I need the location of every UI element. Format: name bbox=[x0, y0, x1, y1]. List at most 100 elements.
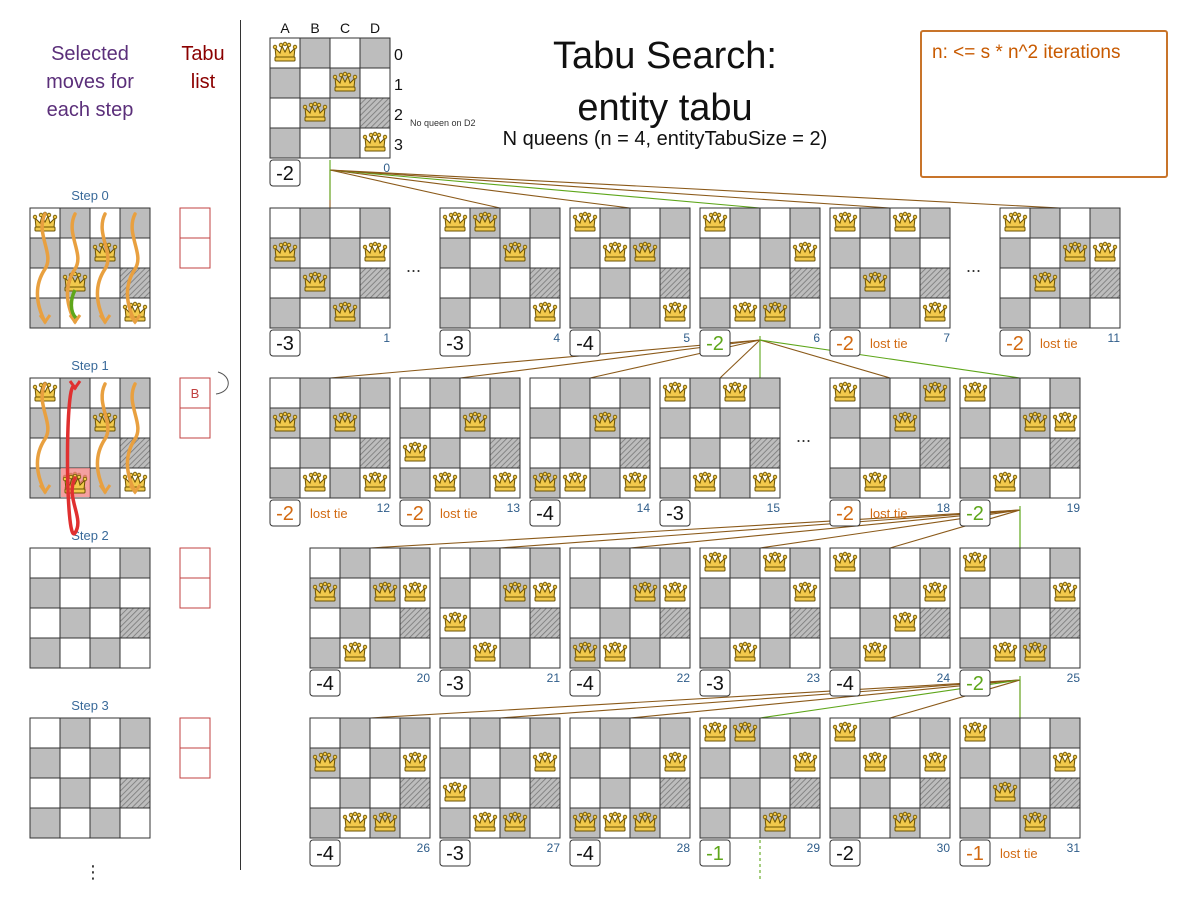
queen-ball bbox=[1072, 241, 1078, 247]
queen-ball bbox=[486, 212, 492, 218]
board-cell bbox=[889, 547, 921, 579]
queen-ball bbox=[706, 472, 712, 478]
queen-ball bbox=[728, 382, 734, 388]
queen-ball bbox=[318, 752, 324, 758]
queen-ball bbox=[792, 584, 798, 590]
queen-ball bbox=[498, 472, 504, 478]
queen-icon bbox=[862, 471, 888, 492]
board-cell bbox=[299, 67, 331, 99]
board-cell bbox=[1089, 297, 1121, 329]
board-cell bbox=[299, 377, 331, 409]
queen-icon bbox=[832, 381, 858, 402]
candidate-board bbox=[439, 207, 561, 329]
queen-icon bbox=[1022, 411, 1048, 432]
queen-ball bbox=[702, 554, 708, 560]
queen-base bbox=[34, 226, 56, 232]
score-box bbox=[699, 669, 731, 697]
board-cell bbox=[499, 777, 531, 809]
queen-icon bbox=[342, 641, 368, 662]
board-cell bbox=[369, 637, 401, 669]
board-cell bbox=[959, 467, 991, 499]
board-cell bbox=[989, 437, 1021, 469]
board-cell bbox=[499, 297, 531, 329]
board-cell bbox=[629, 547, 661, 579]
queen-ball bbox=[482, 811, 488, 817]
move-edge bbox=[369, 509, 1021, 549]
board-cell bbox=[359, 267, 391, 299]
queen-ball bbox=[622, 244, 628, 250]
queen-base bbox=[474, 656, 496, 662]
board-cell bbox=[959, 437, 991, 469]
queen-base bbox=[994, 486, 1016, 492]
queen-icon bbox=[602, 641, 628, 662]
board-cell bbox=[119, 547, 151, 579]
board-cell bbox=[1029, 237, 1061, 269]
board-cell bbox=[1019, 577, 1051, 609]
queen-ball bbox=[712, 474, 718, 480]
queen-crown bbox=[704, 214, 726, 228]
board-cell bbox=[89, 807, 121, 839]
candidate-board bbox=[699, 717, 821, 839]
score-label: -4 bbox=[536, 503, 554, 525]
board-cell bbox=[359, 37, 391, 69]
queen-base bbox=[964, 736, 986, 742]
queen-ball bbox=[762, 554, 768, 560]
board-cell bbox=[529, 777, 561, 809]
queen-crown bbox=[444, 784, 466, 798]
move-edge bbox=[759, 339, 891, 379]
board-cell bbox=[859, 237, 891, 269]
queen-ball bbox=[906, 412, 912, 418]
board-cell bbox=[359, 407, 391, 439]
queen-ball bbox=[342, 301, 348, 307]
queen-base bbox=[964, 566, 986, 572]
board-cell bbox=[599, 577, 631, 609]
queen-icon bbox=[962, 381, 988, 402]
queen-base bbox=[364, 486, 386, 492]
board-cell bbox=[119, 607, 151, 639]
queen-crown bbox=[534, 304, 556, 318]
score-label: -1 bbox=[966, 843, 984, 865]
board-cell bbox=[729, 267, 761, 299]
queen-ball bbox=[1022, 414, 1028, 420]
queen-crown bbox=[1064, 244, 1086, 258]
queen-ball bbox=[32, 214, 38, 220]
board-cell bbox=[59, 547, 91, 579]
board-cell bbox=[489, 407, 521, 439]
queen-ball bbox=[638, 812, 644, 818]
queen-crown bbox=[504, 244, 526, 258]
lost-tie-label: lost tie bbox=[310, 506, 348, 521]
queen-icon bbox=[442, 611, 468, 632]
queen-ball bbox=[968, 552, 974, 558]
queen-ball bbox=[1012, 211, 1018, 217]
board-cell bbox=[889, 777, 921, 809]
queen-ball bbox=[1022, 814, 1028, 820]
queen-icon bbox=[1032, 271, 1058, 292]
board-cell bbox=[629, 607, 661, 639]
queen-ball bbox=[452, 611, 458, 617]
queen-icon bbox=[562, 471, 588, 492]
board-cell bbox=[989, 747, 1021, 779]
queen-base bbox=[734, 316, 756, 322]
queen-base bbox=[664, 596, 686, 602]
queen-icon bbox=[1022, 811, 1048, 832]
queen-base bbox=[604, 256, 626, 262]
title-line-2: entity tabu bbox=[577, 87, 753, 129]
board-cell bbox=[469, 717, 501, 749]
board-cell bbox=[619, 407, 651, 439]
column-separator bbox=[240, 20, 241, 870]
board-index: 0 bbox=[383, 161, 390, 175]
queen-ball bbox=[516, 582, 522, 588]
queen-ball bbox=[286, 412, 292, 418]
queen-base bbox=[1054, 766, 1076, 772]
queen-ball bbox=[998, 782, 1004, 788]
board-cell bbox=[369, 547, 401, 579]
board-cell bbox=[859, 807, 891, 839]
board-cell bbox=[119, 717, 151, 749]
board-index: 6 bbox=[813, 331, 820, 345]
score-box bbox=[659, 499, 691, 527]
more-moves-ellipsis: ... bbox=[966, 256, 982, 276]
queen-ball bbox=[372, 241, 378, 247]
queen-ball bbox=[868, 642, 874, 648]
queen-ball bbox=[362, 474, 368, 480]
board-cell bbox=[1049, 717, 1081, 749]
